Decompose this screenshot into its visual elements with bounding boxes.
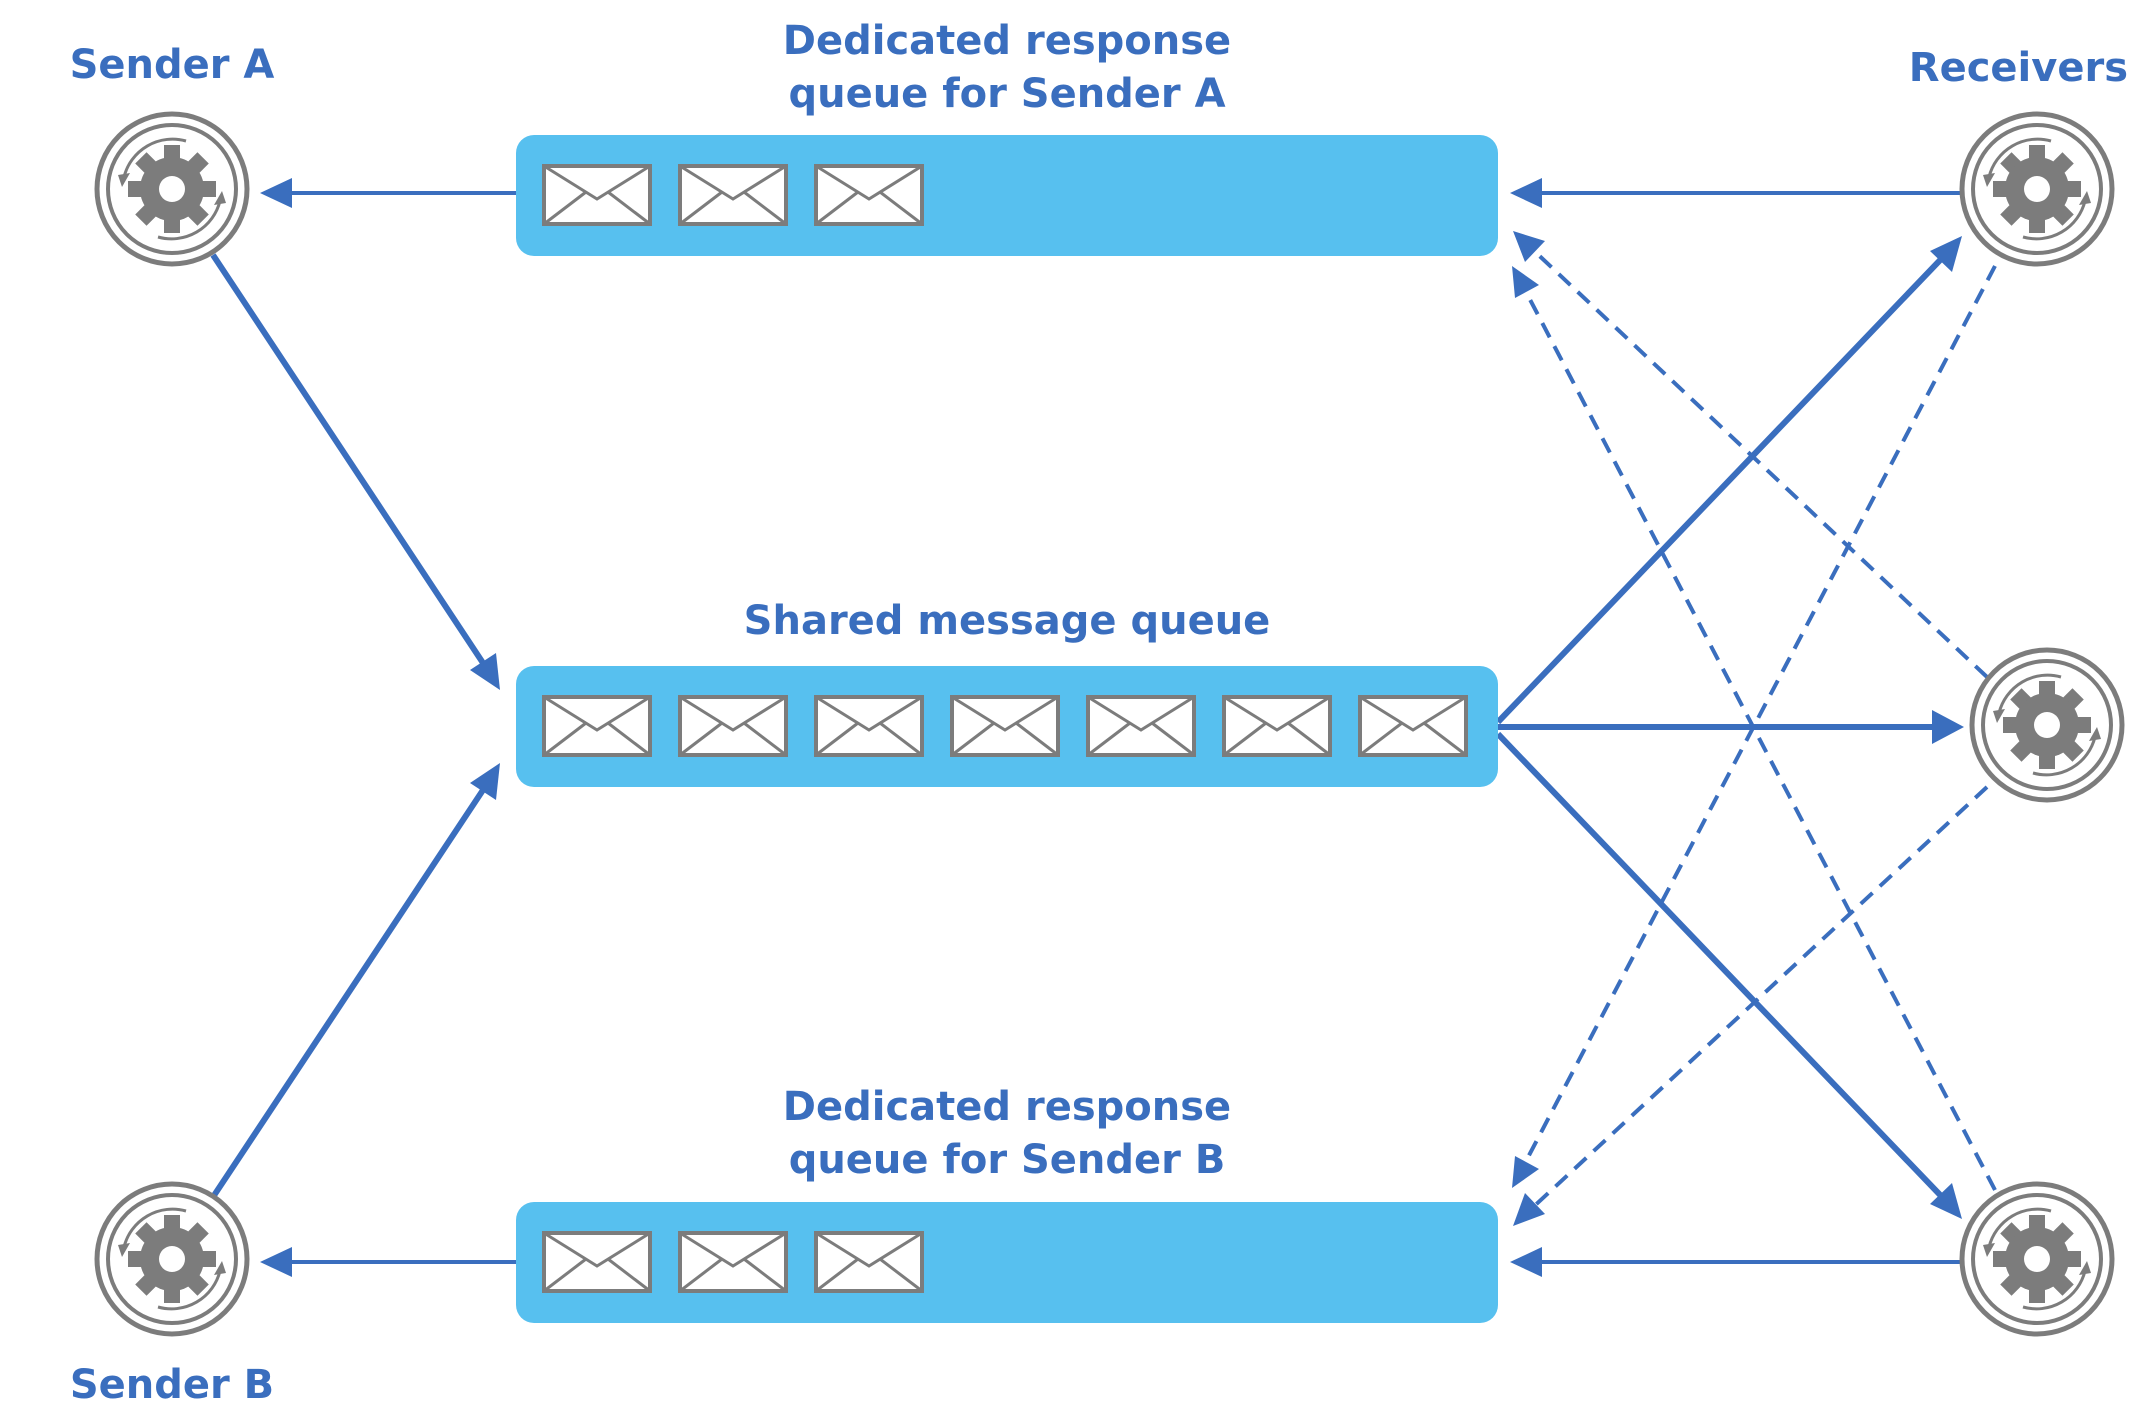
arrowhead [1510, 178, 1542, 208]
shared-queue-title: Shared message queue [744, 598, 1271, 644]
envelope-icon [542, 695, 652, 757]
envelope-icon [678, 1231, 788, 1293]
arrow-receiver-2-to-response-a [1528, 245, 1989, 679]
arrow-shared-to-receiver-3 [1495, 731, 1947, 1202]
sender-b-node-icon [97, 1184, 247, 1334]
envelope-icon [1086, 695, 1196, 757]
response-queue-a [516, 135, 1498, 256]
envelope-icon [678, 164, 788, 226]
arrowhead [1930, 1183, 1962, 1219]
arrowhead [1513, 1193, 1545, 1226]
arrowhead [260, 1247, 292, 1277]
shared-queue-messages [542, 695, 1468, 757]
receivers-label: Receivers [1909, 45, 2128, 91]
receiver-3-node-icon [1962, 1184, 2112, 1334]
arrowhead [1510, 1247, 1542, 1277]
arrow-shared-to-receiver-1 [1495, 253, 1947, 725]
queue-b-messages [542, 1231, 924, 1293]
receiver-2-node-icon [1972, 650, 2122, 800]
arrow-receiver-3-to-response-a [1523, 289, 1997, 1191]
arrow-sender-b-to-shared [210, 785, 488, 1199]
response-queue-b-title-line2: queue for Sender B [789, 1137, 1226, 1183]
response-queue-b [516, 1202, 1498, 1323]
sender-a-label: Sender A [70, 42, 275, 88]
arrowhead [1512, 1156, 1539, 1188]
arrows-layer [210, 178, 1997, 1277]
sender-a-node-icon [97, 114, 247, 264]
shared-queue [516, 666, 1498, 787]
arrowhead [1932, 710, 1964, 744]
envelope-icon [542, 164, 652, 226]
arrowhead [260, 178, 292, 208]
response-queue-b-title-line1: Dedicated response [783, 1084, 1231, 1130]
queue-a-messages [542, 164, 924, 226]
envelope-icon [678, 695, 788, 757]
arrow-receiver-1-to-response-b [1523, 265, 1997, 1164]
sender-b-label: Sender B [70, 1362, 274, 1408]
arrowhead [470, 763, 500, 800]
envelope-icon [814, 164, 924, 226]
arrow-sender-a-to-shared [210, 253, 488, 668]
response-queue-a-title-line1: Dedicated response [783, 18, 1231, 64]
envelope-icon [1222, 695, 1332, 757]
arrowhead [470, 653, 500, 690]
envelope-icon [814, 695, 924, 757]
arrowhead [1930, 236, 1962, 272]
envelope-icon [1358, 695, 1468, 757]
envelope-icon [814, 1231, 924, 1293]
arrow-receiver-2-to-response-b [1528, 785, 1989, 1212]
receiver-1-node-icon [1962, 114, 2112, 264]
arrowhead [1512, 266, 1539, 298]
response-queue-a-title-line2: queue for Sender A [788, 71, 1225, 117]
envelope-icon [542, 1231, 652, 1293]
envelope-icon [950, 695, 1060, 757]
arrowhead [1513, 231, 1545, 262]
